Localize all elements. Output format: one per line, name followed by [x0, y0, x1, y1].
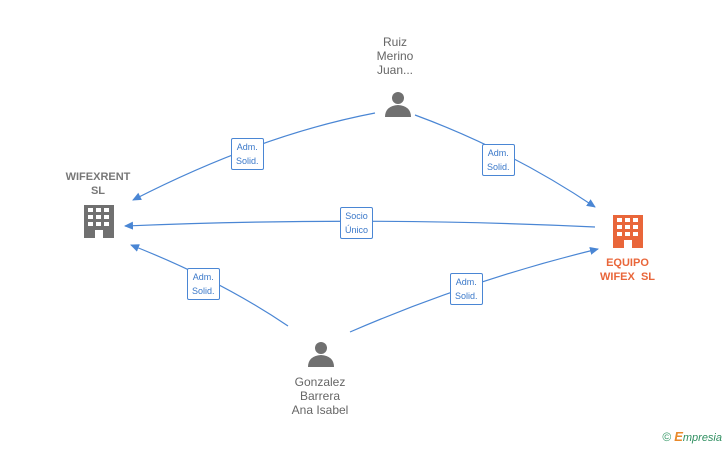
copyright-symbol: ©: [662, 430, 672, 444]
name-line: WIFEXRENT: [65, 171, 131, 183]
person-name-top[interactable]: Ruiz Merino Juan...: [355, 35, 435, 77]
building-icon-highlighted[interactable]: [613, 215, 643, 248]
brand-initial: E: [674, 429, 683, 444]
person-icon[interactable]: [385, 92, 411, 117]
edge-label-top-left: Adm. Solid.: [231, 138, 264, 170]
edge-label-line: Adm.: [487, 148, 509, 158]
brand-name: mpresia: [682, 432, 722, 444]
edge-label-bottom-right: Adm. Solid.: [450, 273, 483, 305]
edge-label-line: Solid.: [487, 162, 510, 172]
person-name-bottom[interactable]: Gonzalez Barrera Ana Isabel: [270, 375, 370, 417]
edge-label-line: Adm.: [236, 142, 258, 152]
company-name-left[interactable]: WIFEXRENT SL: [52, 170, 144, 198]
person-icon[interactable]: [308, 342, 334, 367]
edge-label-line: Socio: [345, 211, 368, 221]
edge-label-right-left: Socio Único: [340, 207, 374, 239]
edge-label-line: Solid.: [192, 286, 215, 296]
name-line: WIFEX SL: [600, 271, 655, 283]
edge-label-bottom-left: Adm. Solid.: [187, 268, 220, 300]
name-line: SL: [90, 185, 106, 197]
edge-label-line: Solid.: [455, 291, 478, 301]
name-line: Juan...: [376, 63, 414, 77]
name-line: Ana Isabel: [291, 403, 349, 417]
name-line: Gonzalez: [294, 375, 346, 389]
name-line: Merino: [376, 49, 414, 63]
name-line: Ruiz: [382, 35, 407, 49]
building-icon[interactable]: [84, 205, 114, 238]
brand-logo: ©Empresia: [662, 429, 722, 444]
name-line: EQUIPO: [606, 257, 649, 269]
edge-label-line: Solid.: [236, 156, 259, 166]
edge-label-line: Adm.: [455, 277, 477, 287]
edge-label-line: Único: [345, 225, 369, 235]
name-line: Barrera: [299, 389, 340, 403]
edge-label-top-right: Adm. Solid.: [482, 144, 515, 176]
edge-label-line: Adm.: [192, 272, 214, 282]
company-name-right[interactable]: EQUIPO WIFEX SL: [580, 256, 675, 284]
